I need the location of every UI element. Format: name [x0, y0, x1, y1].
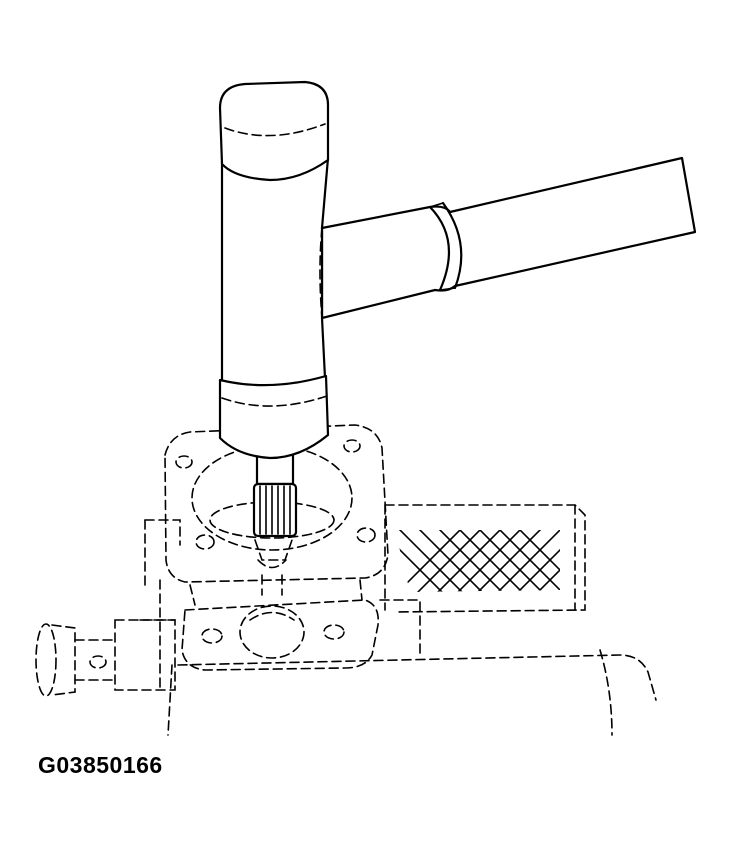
transmission-case: [144, 519, 657, 736]
figure-id-label: G03850166: [38, 752, 163, 778]
tool-body: [220, 156, 330, 400]
side-housing: [384, 504, 586, 613]
lower-flange: [181, 579, 380, 671]
side-shaft: [35, 619, 176, 697]
crosshatch-pattern: [395, 530, 560, 592]
tool-top-cap: [218, 80, 330, 182]
tool-bottom-collar: [218, 374, 330, 460]
tool-handle: [320, 156, 697, 320]
